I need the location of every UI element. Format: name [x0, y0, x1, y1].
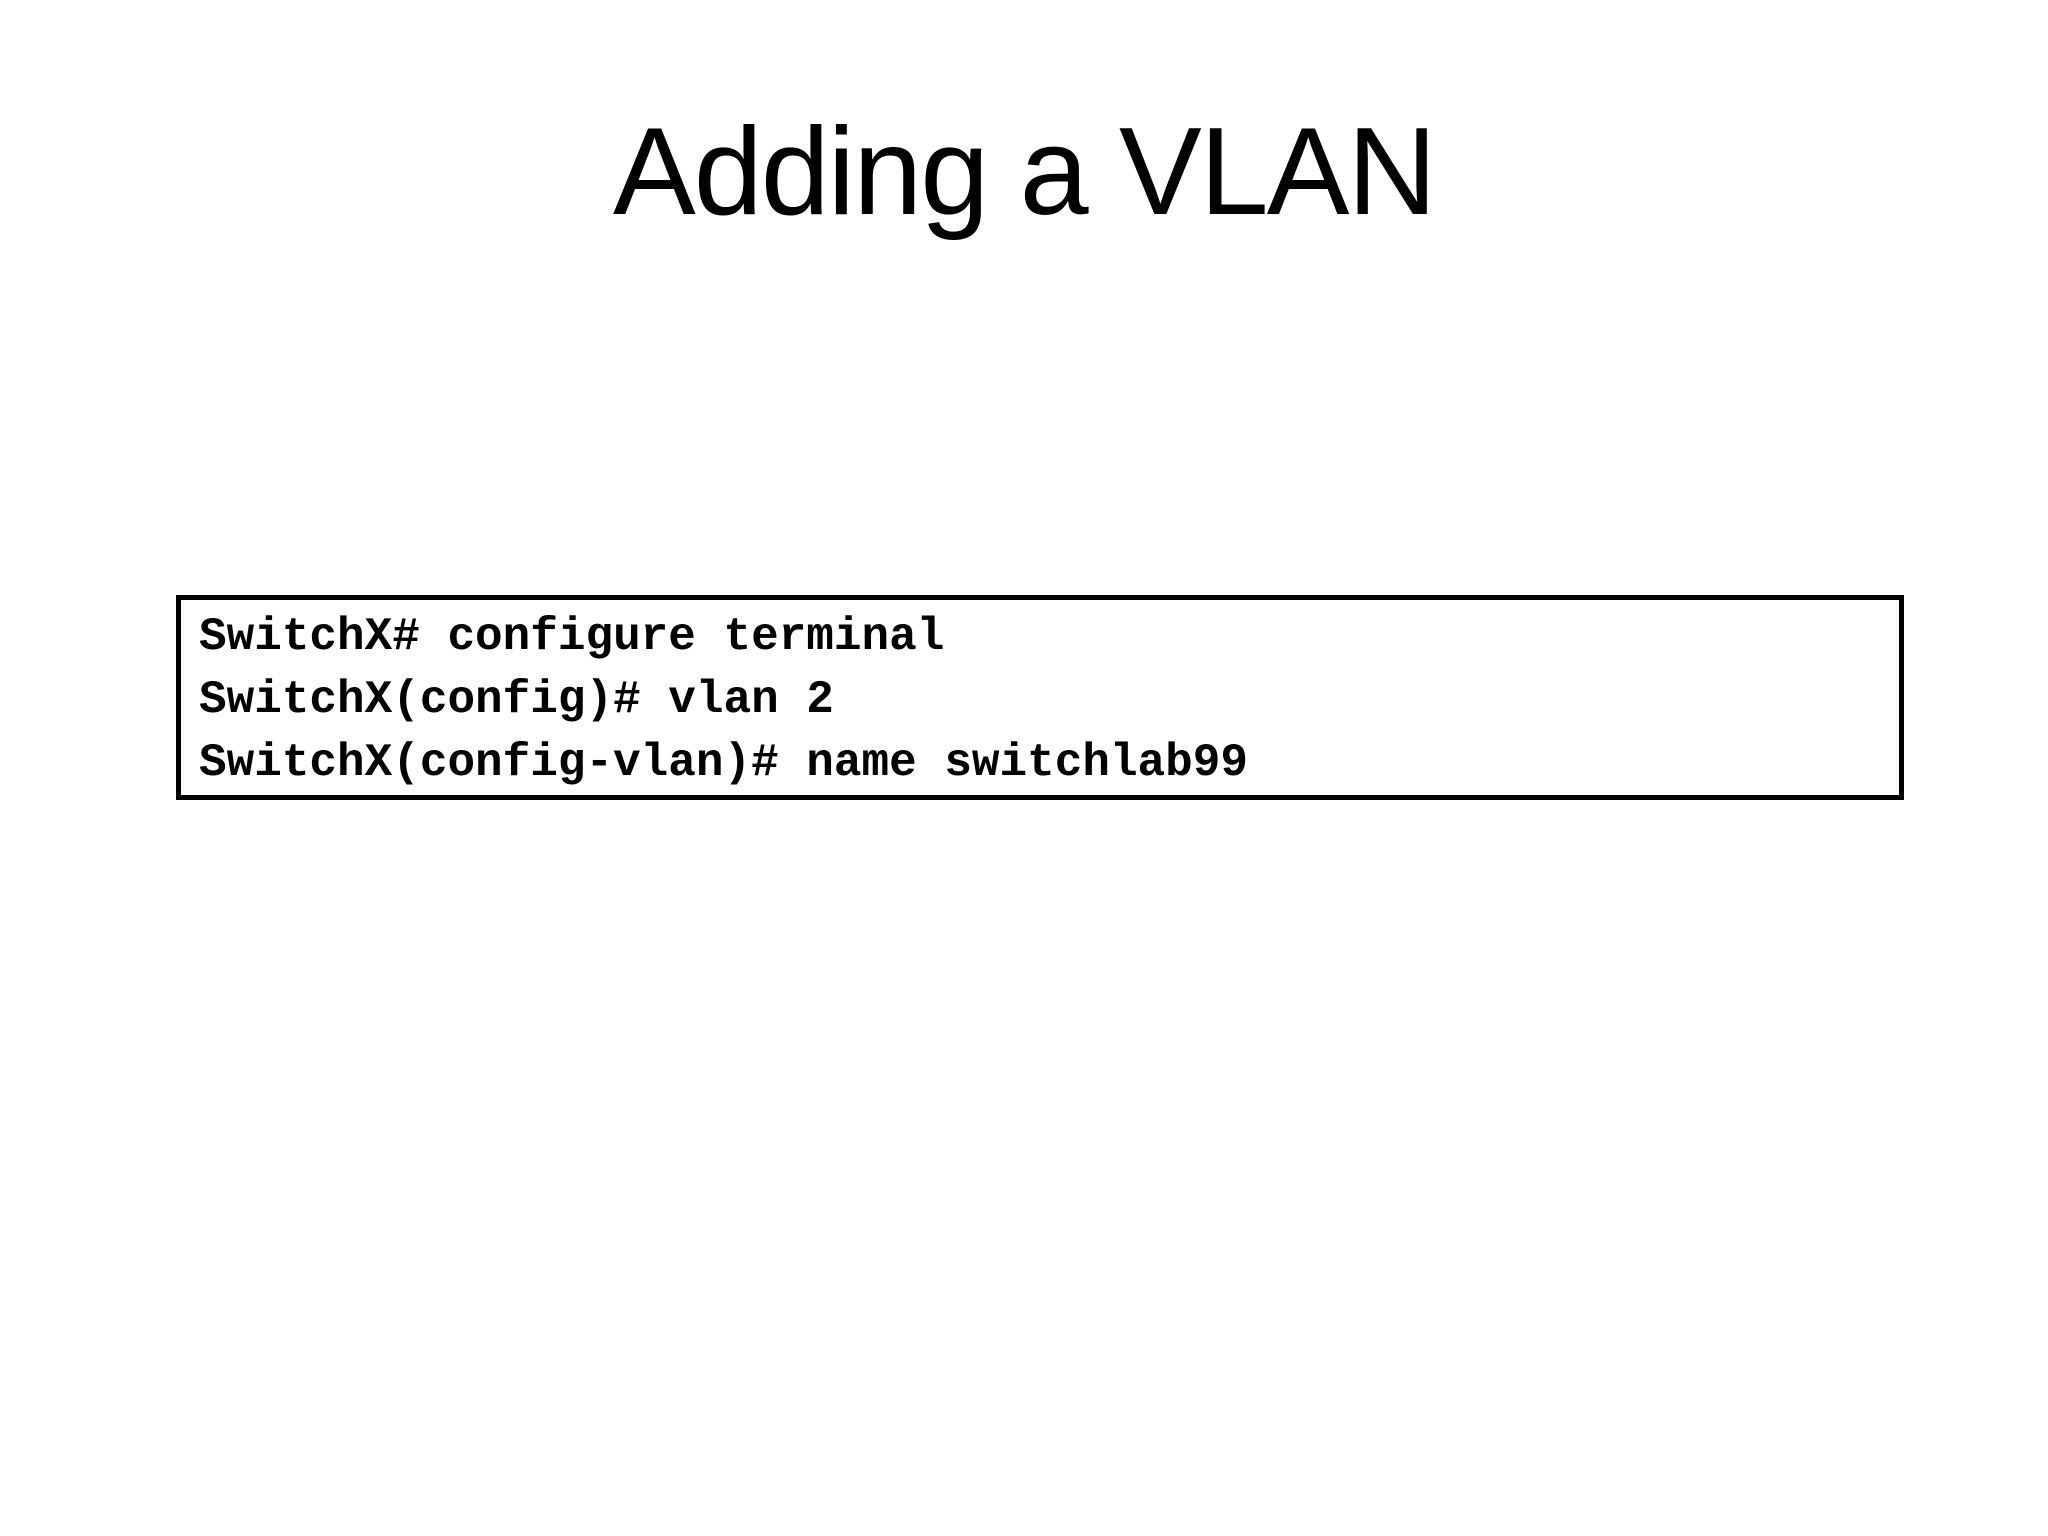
cli-line-configure-terminal: SwitchX# configure terminal: [199, 611, 945, 663]
cli-code-box: SwitchX# configure terminal SwitchX(conf…: [176, 595, 1904, 800]
cli-line-name-switchlab99: SwitchX(config-vlan)# name switchlab99: [199, 737, 1248, 789]
cli-line-vlan-2: SwitchX(config)# vlan 2: [199, 674, 834, 726]
slide-title: Adding a VLAN: [613, 103, 1437, 241]
